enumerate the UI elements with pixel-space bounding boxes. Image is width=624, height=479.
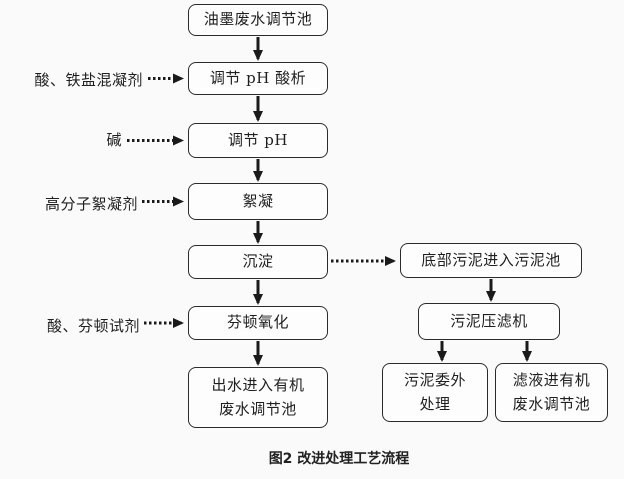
node-ink-wastewater-tank: 油墨废水调节池 [188,4,328,36]
node-ph-acid-precipitation: 调节 pH 酸析 [188,62,328,95]
node-ph-adjust: 调节 pH [188,123,328,158]
reagent-label-acid-fenton-reagent: 酸、芬顿试剂 [46,317,140,335]
node-fenton-oxidation: 芬顿氧化 [188,306,328,340]
node-flocculation: 絮凝 [188,183,328,220]
reagent-label-polymer-flocculant: 高分子絮凝剂 [44,195,138,213]
node-sludge-outsourced-treatment: 污泥委外 处理 [382,363,488,422]
reagent-label-acid-iron-coagulant: 酸、铁盐混凝剂 [34,71,143,89]
node-sedimentation: 沉淀 [188,245,328,279]
figure-caption: 图2 改进处理工艺流程 [268,451,410,467]
node-sludge-filter-press: 污泥压滤机 [418,303,560,340]
node-filtrate-to-organic-tank: 滤液进有机 废水调节池 [495,363,608,422]
node-bottom-sludge-pool: 底部污泥进入污泥池 [400,243,582,278]
reagent-label-alkali: 碱 [106,131,122,149]
node-outlet-organic-tank: 出水进入有机 废水调节池 [188,367,328,428]
